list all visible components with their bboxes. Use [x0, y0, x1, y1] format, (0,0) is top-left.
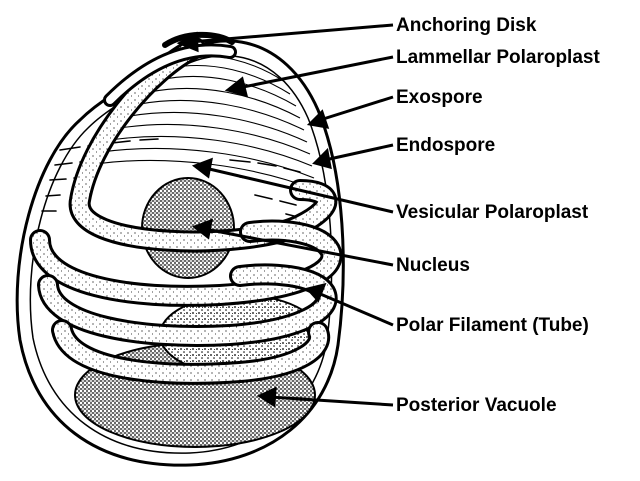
label-nucleus: Nucleus [396, 256, 470, 275]
label-endospore: Endospore [396, 136, 495, 155]
label-exospore: Exospore [396, 88, 483, 107]
label-vesicular-polaroplast: Vesicular Polaroplast [396, 203, 588, 222]
nucleus [142, 178, 234, 278]
label-polar-filament: Polar Filament (Tube) [396, 316, 589, 335]
label-lamellar-polaroplast: Lammellar Polaroplast [396, 48, 600, 67]
label-posterior-vacuole: Posterior Vacuole [396, 396, 557, 415]
label-anchoring-disk: Anchoring Disk [396, 16, 536, 35]
